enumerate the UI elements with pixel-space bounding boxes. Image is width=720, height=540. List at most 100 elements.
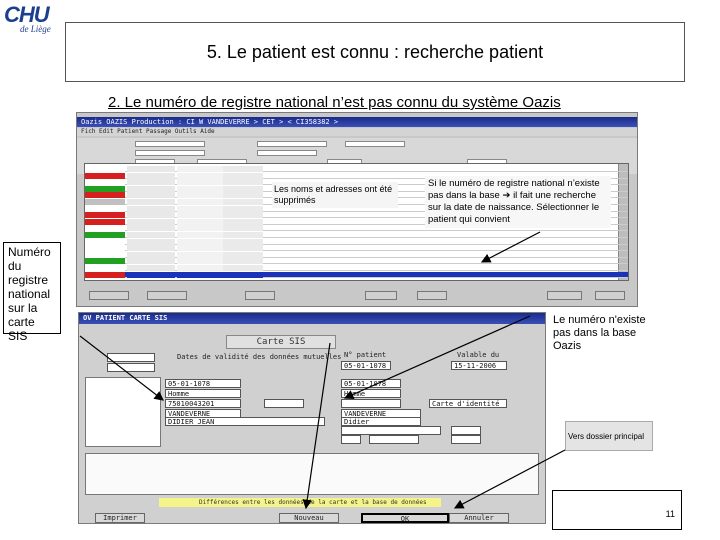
patient-number-field[interactable]: 05-01-1078 [341,361,391,370]
row-cell [177,179,223,186]
logo-brand: CHU [4,2,50,27]
row-cell [223,192,263,199]
ok-button[interactable]: OK [361,513,449,523]
oazis-box[interactable] [451,426,481,435]
validity-from-field[interactable] [107,353,155,362]
chu-logo: CHU de Liège [2,2,66,36]
row-status-cell [85,271,125,278]
differences-warning: Différences entre les données de la cart… [159,498,441,507]
row-cell [177,212,223,219]
results-scrollbar[interactable] [618,164,628,280]
table-row[interactable] [85,218,628,225]
oazis-zip[interactable] [341,435,361,444]
row-cell [177,238,223,245]
row-status-cell [85,212,125,219]
search-btn-6[interactable] [547,291,582,300]
search-btn-5[interactable] [417,291,447,300]
table-row[interactable] [85,271,628,278]
table-row[interactable] [85,166,628,172]
title-box: 5. Le patient est connu : recherche pati… [65,22,685,82]
row-cell [223,271,263,278]
oazis-city[interactable] [369,435,419,444]
search-btn-1[interactable] [89,291,129,300]
oazis-id-card[interactable]: Carte d'identité [429,399,507,408]
search-field-4[interactable] [257,141,327,147]
search-btn-3[interactable] [245,291,275,300]
oazis-address[interactable] [341,426,441,435]
row-status-cell [85,185,125,192]
oazis-firstname[interactable]: Didier [341,417,421,426]
print-button[interactable]: Imprimer [95,513,145,523]
row-cell [127,218,175,225]
row-status-cell [85,245,125,252]
search-btn-7[interactable] [595,291,625,300]
table-row[interactable] [85,245,628,252]
table-row[interactable] [85,225,628,232]
valid-from-field[interactable]: 15-11-2006 [451,361,507,370]
validity-to-field[interactable] [107,363,155,372]
row-cell [127,232,175,238]
page-number: 11 [665,509,675,519]
table-row[interactable] [85,258,628,265]
table-row[interactable] [85,212,628,219]
sis-labels-panel [85,377,161,447]
logo-place: de Liège [20,24,51,34]
row-cell [223,232,263,238]
table-row[interactable] [85,205,628,212]
carte-notes-area [85,453,539,495]
carte-sis-screenshot: OV PATIENT CARTE SIS Carte SIS Dates de … [78,312,546,524]
row-cell [223,218,263,225]
row-cell [223,251,263,258]
row-cell [177,199,223,205]
table-row[interactable] [85,265,628,271]
row-cell [177,232,223,238]
row-cell [127,199,175,205]
search-field-2[interactable] [135,150,205,156]
row-cell [177,271,223,278]
carte-sis-title: Carte SIS [226,335,336,349]
row-cell [127,238,175,245]
vers-dossier-box: Vers dossier principal [565,421,653,451]
row-status-cell [85,225,125,232]
search-btn-4[interactable] [365,291,397,300]
row-cell [127,166,175,172]
oazis-country[interactable] [451,435,481,444]
page-title: 5. Le patient est connu : recherche pati… [206,41,544,62]
row-status-cell [85,179,125,186]
table-row[interactable] [85,251,628,258]
valid-from-label: Valable du [457,351,500,359]
row-cell [177,172,223,179]
row-cell [177,258,223,265]
oazis-sex[interactable]: Homme [341,389,401,398]
carte-window-titlebar: OV PATIENT CARTE SIS [79,313,545,324]
row-cell [223,185,263,192]
new-patient-button[interactable]: Nouveau patient [279,513,339,523]
table-row[interactable] [85,238,628,245]
search-field-5[interactable] [345,141,405,147]
search-field-6[interactable] [257,150,317,156]
row-status-cell [85,232,125,238]
row-cell [127,172,175,179]
row-cell [223,265,263,271]
names-removed-note: Les noms et adresses ont été supprimés [272,182,398,208]
row-status-cell [85,205,125,212]
search-btn-2[interactable] [147,291,187,300]
row-cell [127,225,175,232]
row-status-cell [85,166,125,172]
validity-header: Dates de validité des données mutuelles [177,353,342,361]
row-cell [177,251,223,258]
table-row[interactable] [85,232,628,238]
row-cell [127,179,175,186]
search-field-1[interactable] [135,141,205,147]
row-cell [223,205,263,212]
row-cell [177,218,223,225]
oazis-birthdate[interactable]: 05-01-1078 [341,379,401,388]
oazis-national-number[interactable] [341,399,401,408]
cancel-button[interactable]: Annuler [449,513,509,523]
row-status-cell [85,251,125,258]
row-cell [127,192,175,199]
row-cell [127,251,175,258]
row-cell [177,245,223,252]
row-cell [223,179,263,186]
table-row[interactable] [85,172,628,179]
